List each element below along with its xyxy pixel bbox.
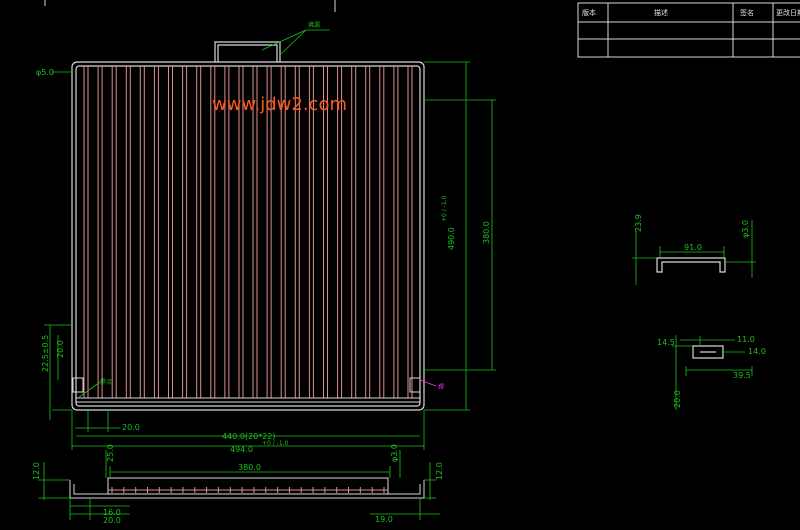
dim-height-total: 490.0 [447,227,456,250]
dim-left-a: 22.5±0.5 [41,335,50,372]
weld-leader [77,381,101,399]
detail-clip-b: 11.0 [737,335,755,344]
title-block-version-header: 版本 [582,8,596,17]
side-dim-span: 380.0 [238,463,261,472]
detail-clip-d: 39.5 [733,371,751,380]
magenta-leader [419,379,437,387]
dim-height-tol: +0 / -1.0 [441,195,448,222]
main-dimension-lines [44,61,496,450]
side-dim-offset: 25.0 [106,444,115,462]
side-dimension-lines [38,450,440,520]
top-border-ticks [44,0,336,12]
side-view-welds [111,487,385,493]
side-dim-c: 19.0 [375,515,393,524]
detail-clip-dimensions [672,335,753,410]
title-block [577,2,800,58]
detail-handle-profile [656,257,726,273]
side-dim-rod-dia: φ3.0 [390,444,399,462]
title-block-description-header: 描述 [654,8,668,17]
detail-clip-e: 20.0 [673,390,682,408]
dim-width-tol: +0 / -1.0 [262,440,289,447]
detail-clip-profile [692,345,724,359]
detail-clip-a: 14.5 [657,338,675,347]
dim-width-total: 494.0 [230,445,253,454]
rack-frame [71,61,425,411]
detail-handle-h: 23.9 [634,214,643,232]
dim-height-inner: 380.0 [482,221,491,244]
dim-width-inner: 440.0(20*22) [222,432,276,441]
side-dim-b: 20.0 [103,516,121,525]
title-block-date-header: 更改日期 [776,8,800,17]
detail-handle-dimensions [632,220,756,285]
watermark-text: www.jdw2.com [212,94,347,115]
title-block-signature-header: 签名 [740,8,754,17]
rack-handle [214,41,281,62]
weld-label: 焊点 [100,378,112,386]
side-dim-right-h: 12.0 [435,462,444,480]
handle-leader [261,29,330,56]
side-dim-left-h: 12.0 [32,462,41,480]
rack-clips [72,377,421,393]
dim-left-b: 20.0 [56,340,65,358]
detail-clip-c: 14.0 [748,347,766,356]
dim-pitch: 20.0 [122,423,140,432]
side-dim-a: 16.0 [103,508,121,517]
handle-label: 拂漏 [308,21,320,29]
rack-wires [83,66,413,398]
detail-handle-w: 91.0 [684,243,702,252]
detail-handle-dia: φ3.0 [741,220,750,238]
magenta-label: 焊 [438,383,444,391]
side-view-profile [69,477,425,499]
rack-crossbars [76,397,420,403]
dim-rod-dia: φ5.0 [36,68,54,77]
